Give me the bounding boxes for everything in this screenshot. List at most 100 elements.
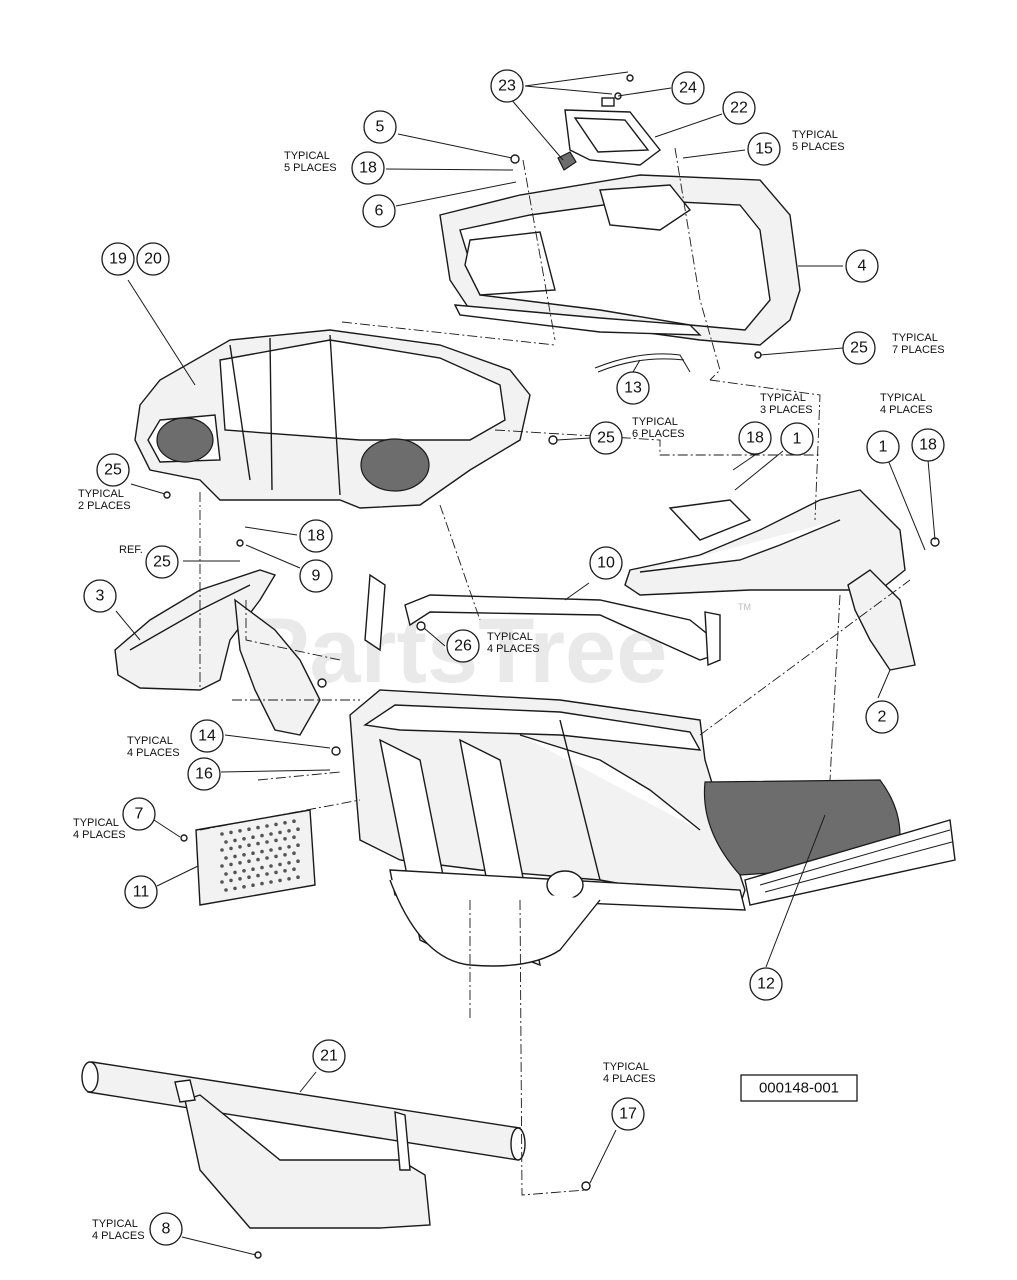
note-n1b-line: TYPICAL — [880, 392, 926, 404]
vent-hole — [238, 845, 242, 849]
vent-hole — [265, 824, 269, 828]
vent-hole — [287, 845, 291, 849]
callout-label: 24 — [679, 80, 697, 97]
vent-hole — [278, 846, 282, 851]
vent-hole — [229, 846, 233, 851]
callout-26: 26 — [446, 629, 480, 663]
callout-10: 10 — [589, 546, 623, 580]
callout-circle — [145, 545, 179, 579]
callout-label: 18 — [359, 160, 377, 177]
note-n7-line: 4 PLACES — [73, 829, 126, 841]
note-n25a-line: TYPICAL — [892, 332, 938, 344]
note-n25b-line: 6 PLACES — [632, 428, 685, 440]
callout-label: 22 — [730, 100, 748, 117]
callout-25: 25 — [96, 453, 130, 487]
note-n8-line: TYPICAL — [92, 1218, 138, 1230]
callout-circle — [149, 1212, 183, 1246]
callout-label: 18 — [746, 430, 764, 447]
callout-14: 14 — [190, 719, 224, 753]
vent-hole — [274, 838, 278, 843]
callout-circle — [83, 579, 117, 613]
callout-22: 22 — [722, 91, 756, 125]
callout-21: 21 — [312, 1039, 346, 1073]
callout-label: 25 — [597, 430, 615, 447]
vent-hole — [220, 880, 224, 884]
part-10-support-bar — [364, 573, 721, 667]
callout-label: 5 — [376, 119, 385, 136]
callout-24: 24 — [671, 71, 705, 105]
note-n18-line: TYPICAL — [284, 150, 330, 162]
callout-label: 3 — [96, 588, 105, 605]
callout-circle — [589, 546, 623, 580]
vent-hole — [233, 886, 237, 891]
callout-16: 16 — [187, 757, 221, 791]
callout-circle — [312, 1039, 346, 1073]
callout-25: 25 — [589, 421, 623, 455]
vent-hole — [251, 835, 255, 839]
callout-label: 6 — [375, 203, 384, 220]
callout-15: 15 — [747, 132, 781, 166]
vent-hole — [283, 853, 287, 857]
callout-label: 25 — [850, 340, 868, 357]
callout-circle — [738, 421, 772, 455]
vent-hole — [233, 854, 237, 859]
vent-hole — [251, 867, 255, 871]
callout-circle — [136, 242, 170, 276]
note-n14-line: 4 PLACES — [127, 747, 180, 759]
callout-circle — [299, 519, 333, 553]
callout-circle — [363, 110, 397, 144]
drawing-id-box: 000148-001 — [740, 1074, 858, 1102]
callout-circle — [845, 249, 879, 283]
callout-label: 15 — [755, 141, 773, 158]
vent-hole — [265, 840, 269, 844]
vent-hole — [247, 843, 251, 847]
vent-hole — [283, 869, 287, 873]
part-4-rear-body — [439, 174, 801, 346]
vent-hole — [287, 861, 291, 865]
callout-label: 7 — [135, 806, 144, 823]
note-n25c-line: TYPICAL — [78, 488, 124, 500]
callout-13: 13 — [616, 371, 650, 405]
vent-hole — [260, 881, 264, 886]
callout-label: 2 — [878, 709, 887, 726]
vent-hole — [283, 821, 287, 825]
part-1-fender-top — [624, 489, 906, 596]
callout-circle — [122, 797, 156, 831]
callout-label: 8 — [162, 1221, 171, 1238]
callout-label: 23 — [498, 78, 516, 95]
vent-hole — [269, 848, 273, 852]
note-nref-line: REF. — [119, 544, 143, 556]
callout-20: 20 — [136, 242, 170, 276]
part-22-cover — [564, 109, 661, 166]
callout-2: 2 — [865, 700, 899, 734]
note-n1a-line: 3 PLACES — [760, 404, 813, 416]
note-n7-line: TYPICAL — [73, 817, 119, 829]
callout-circle — [842, 331, 876, 365]
callout-label: 19 — [109, 251, 127, 268]
vent-hole — [229, 878, 233, 883]
vent-hole — [292, 867, 296, 871]
vent-hole — [238, 877, 242, 881]
part-13-rod — [594, 353, 691, 373]
callout-5: 5 — [363, 110, 397, 144]
note-n8-line: 4 PLACES — [92, 1230, 145, 1242]
callout-4: 4 — [845, 249, 879, 283]
callout-circle — [490, 69, 524, 103]
callout-label: 1 — [793, 431, 802, 448]
callout-circle — [124, 875, 158, 909]
note-n1b-line: 4 PLACES — [880, 404, 933, 416]
callout-19: 19 — [101, 242, 135, 276]
vent-hole — [269, 880, 273, 884]
vent-hole — [220, 832, 224, 836]
vent-hole — [265, 856, 269, 860]
callout-25: 25 — [842, 331, 876, 365]
vent-hole — [278, 878, 282, 883]
vent-hole — [278, 830, 282, 835]
callout-label: 18 — [307, 528, 325, 545]
callout-23: 23 — [490, 69, 524, 103]
note-n25c-line: 2 PLACES — [78, 500, 131, 512]
vent-hole — [242, 837, 246, 841]
part-19-20-front-cowl — [134, 329, 531, 509]
vent-hole — [274, 822, 278, 827]
